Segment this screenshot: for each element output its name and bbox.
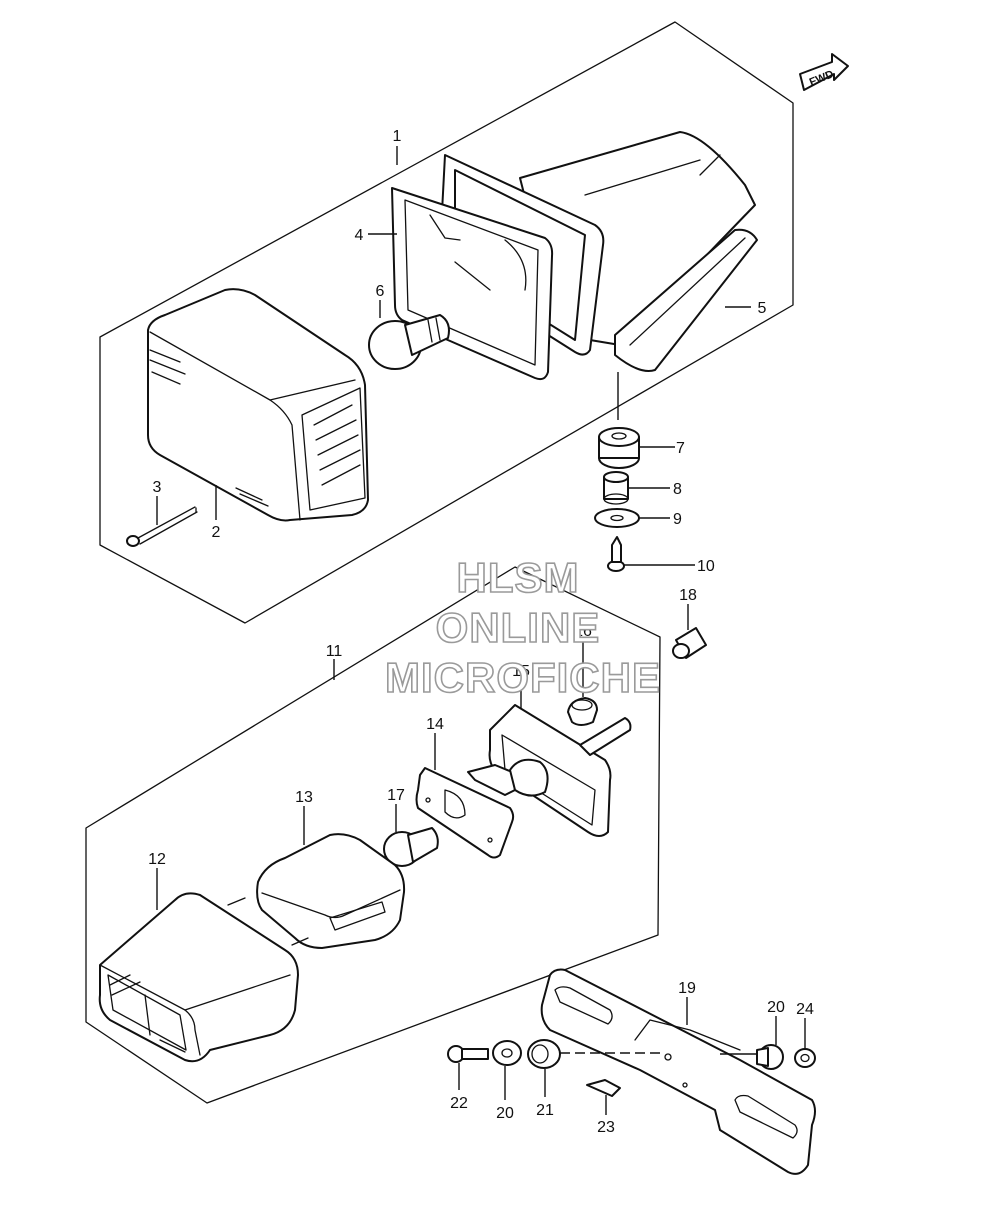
callout-10: 10 bbox=[697, 558, 715, 575]
callout-21: 21 bbox=[536, 1102, 554, 1119]
callout-3: 3 bbox=[153, 479, 162, 496]
part-socket bbox=[467, 758, 549, 797]
assembly-11-frame bbox=[85, 566, 661, 1104]
callout-12: 12 bbox=[148, 851, 166, 868]
part-2-lens bbox=[147, 288, 369, 522]
part-7-grommet bbox=[598, 427, 640, 469]
leader-lines bbox=[156, 146, 806, 1115]
fwd-arrow-icon: FWD bbox=[799, 53, 849, 91]
part-19-bracket bbox=[540, 968, 816, 1175]
watermark-line-3: MICROFICHE bbox=[385, 654, 661, 701]
part-8-collar bbox=[603, 471, 629, 505]
callout-16: 16 bbox=[574, 623, 592, 640]
callout-22: 22 bbox=[450, 1095, 468, 1112]
callout-2: 2 bbox=[212, 524, 221, 541]
watermark-line-1: HLSM bbox=[457, 554, 580, 601]
callout-labels: 1 2 3 4 5 6 7 8 9 10 11 12 13 14 15 16 1… bbox=[148, 128, 814, 1136]
callout-9: 9 bbox=[673, 511, 682, 528]
callout-11: 11 bbox=[326, 643, 343, 660]
callout-15: 15 bbox=[512, 663, 530, 680]
part-18-spacer bbox=[672, 627, 707, 659]
part-9-washer bbox=[594, 508, 640, 528]
part-3-screw bbox=[126, 506, 198, 547]
callout-7: 7 bbox=[676, 440, 685, 457]
part-16-grommet bbox=[567, 697, 598, 726]
callout-13: 13 bbox=[295, 789, 313, 806]
part-21-grommet bbox=[527, 1039, 561, 1069]
assembly-1-frame bbox=[99, 21, 794, 624]
callout-5: 5 bbox=[758, 300, 767, 317]
callout-17: 17 bbox=[387, 787, 405, 804]
part-4-gasket bbox=[391, 154, 605, 381]
part-15-bracket bbox=[488, 704, 632, 837]
part-10-screw bbox=[607, 536, 625, 572]
callout-14: 14 bbox=[426, 716, 444, 733]
callout-4: 4 bbox=[355, 227, 364, 244]
callout-20-right: 20 bbox=[767, 999, 785, 1016]
part-17-bulb bbox=[383, 827, 439, 867]
watermark-line-2: ONLINE bbox=[436, 604, 601, 651]
callout-23: 23 bbox=[597, 1119, 615, 1136]
part-13-lens bbox=[256, 833, 406, 949]
callout-1: 1 bbox=[393, 128, 402, 145]
part-20-collar-right bbox=[756, 1044, 784, 1070]
part-24-nut bbox=[794, 1048, 816, 1068]
part-12-housing bbox=[98, 892, 309, 1063]
callout-6: 6 bbox=[376, 283, 385, 300]
part-23-nut bbox=[586, 1079, 621, 1097]
part-22-bolt bbox=[447, 1045, 489, 1063]
callout-20-left: 20 bbox=[496, 1105, 514, 1122]
callout-19: 19 bbox=[678, 980, 696, 997]
part-20-collar-left bbox=[492, 1040, 522, 1066]
callout-8: 8 bbox=[673, 481, 682, 498]
callout-18: 18 bbox=[679, 587, 697, 604]
part-6-bulb bbox=[368, 314, 450, 370]
part-14-plate bbox=[415, 767, 515, 859]
watermark: HLSM ONLINE MICROFICHE bbox=[384, 553, 661, 702]
callout-24: 24 bbox=[796, 1001, 814, 1018]
